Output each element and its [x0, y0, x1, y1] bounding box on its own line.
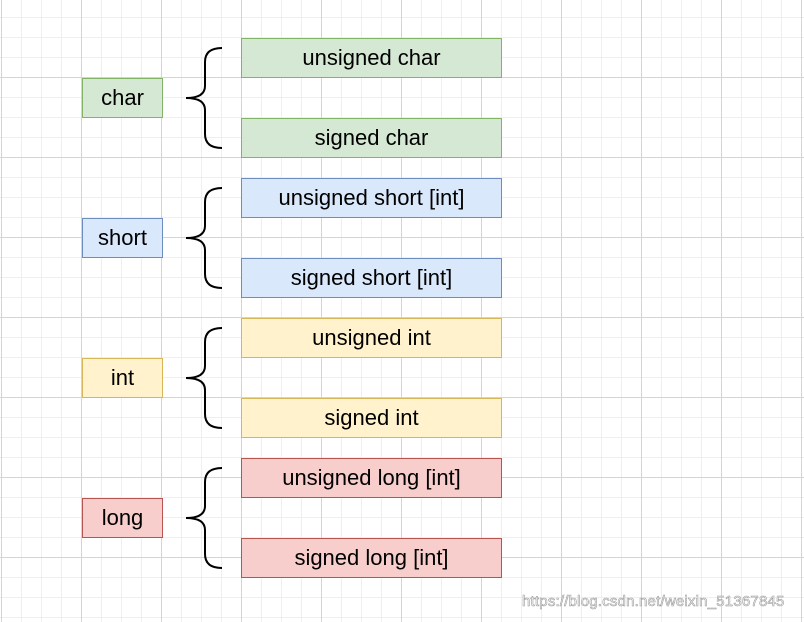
type-label: char — [101, 85, 144, 110]
type-box-short[interactable]: short — [82, 218, 163, 258]
variant-label: signed int — [324, 405, 419, 430]
curly-brace — [185, 187, 223, 289]
type-group-short: short unsigned short [int] signed short … — [0, 178, 804, 298]
variant-box-signed-short[interactable]: signed short [int] — [241, 258, 502, 298]
curly-brace — [185, 467, 223, 569]
variant-label: unsigned short [int] — [278, 185, 465, 210]
variant-box-signed-char[interactable]: signed char — [241, 118, 502, 158]
type-group-int: int unsigned int signed int — [0, 318, 804, 438]
variant-box-unsigned-int[interactable]: unsigned int — [241, 318, 502, 358]
variant-box-unsigned-long[interactable]: unsigned long [int] — [241, 458, 502, 498]
variant-box-signed-long[interactable]: signed long [int] — [241, 538, 502, 578]
variant-box-unsigned-short[interactable]: unsigned short [int] — [241, 178, 502, 218]
variant-label: signed short [int] — [290, 265, 453, 290]
type-label: short — [98, 225, 147, 250]
type-box-int[interactable]: int — [82, 358, 163, 398]
type-box-char[interactable]: char — [82, 78, 163, 118]
variant-box-unsigned-char[interactable]: unsigned char — [241, 38, 502, 78]
variant-box-signed-int[interactable]: signed int — [241, 398, 502, 438]
type-group-long: long unsigned long [int] signed long [in… — [0, 458, 804, 578]
curly-brace — [185, 47, 223, 149]
type-label: int — [110, 365, 135, 390]
variant-label: unsigned long [int] — [282, 465, 461, 490]
watermark-text: https://blog.csdn.net/weixin_51367845 — [522, 593, 785, 611]
type-label: long — [101, 505, 144, 530]
variant-label: unsigned char — [302, 45, 441, 70]
variant-label: unsigned int — [312, 325, 431, 350]
curly-brace — [185, 327, 223, 429]
type-group-char: char unsigned char signed char — [0, 38, 804, 158]
variant-label: signed char — [314, 125, 429, 150]
variant-label: signed long [int] — [294, 545, 449, 570]
type-box-long[interactable]: long — [82, 498, 163, 538]
